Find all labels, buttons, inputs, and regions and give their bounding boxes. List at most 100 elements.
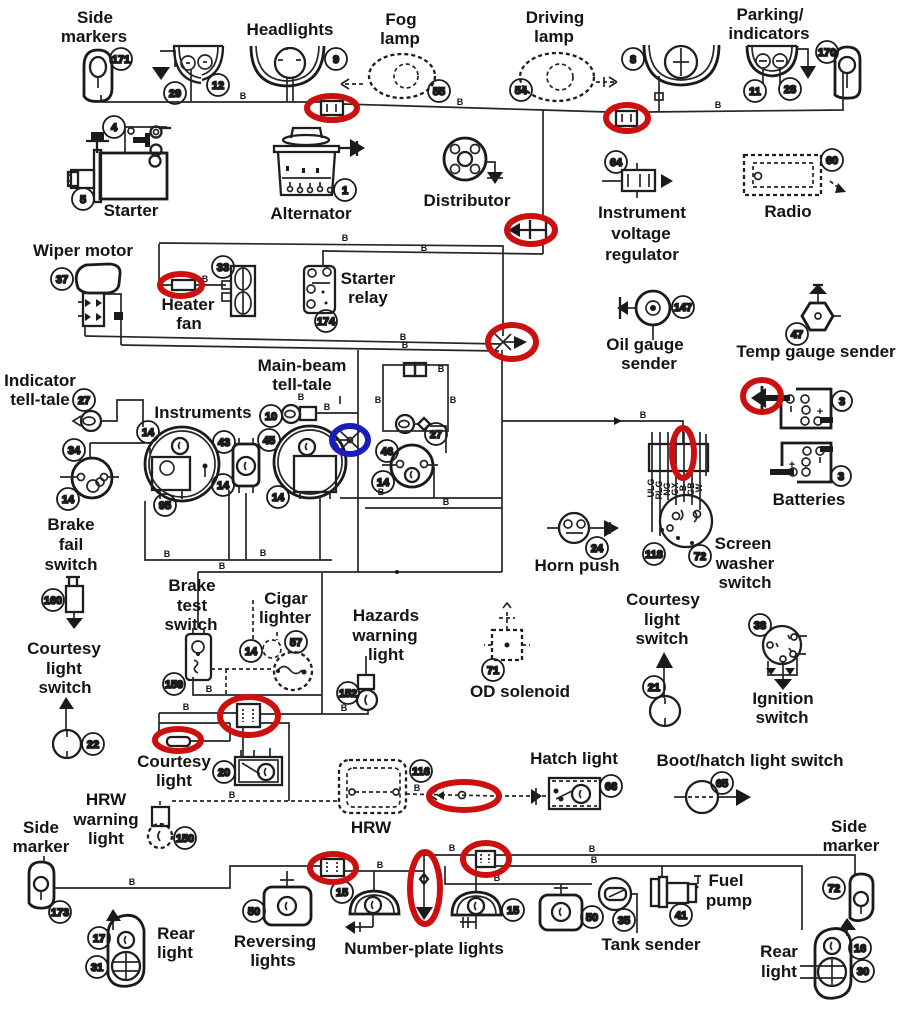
svg-text:Instruments: Instruments xyxy=(154,403,251,422)
svg-text:14: 14 xyxy=(62,494,75,506)
svg-text:21: 21 xyxy=(648,682,660,694)
svg-text:B: B xyxy=(260,548,267,558)
svg-text:15: 15 xyxy=(336,887,348,899)
svg-text:NG: NG xyxy=(662,482,672,496)
svg-text:B: B xyxy=(342,233,349,243)
svg-text:Headlights: Headlights xyxy=(247,20,334,39)
svg-text:RLG: RLG xyxy=(654,481,664,500)
svg-text:54: 54 xyxy=(515,85,528,97)
svg-text:Number-plate lights: Number-plate lights xyxy=(344,939,504,958)
svg-text:switch: switch xyxy=(165,615,218,634)
svg-text:B: B xyxy=(298,392,305,402)
svg-text:47: 47 xyxy=(791,329,803,341)
svg-text:B: B xyxy=(341,703,348,713)
svg-text:Tank sender: Tank sender xyxy=(602,935,701,954)
svg-text:4: 4 xyxy=(111,122,118,134)
svg-text:Reversing: Reversing xyxy=(234,932,316,951)
svg-text:Rear: Rear xyxy=(157,924,195,943)
svg-text:B: B xyxy=(715,100,722,110)
svg-text:Parking/: Parking/ xyxy=(736,5,803,24)
svg-text:fan: fan xyxy=(176,314,202,333)
svg-text:light: light xyxy=(368,645,404,664)
svg-text:33: 33 xyxy=(217,262,229,274)
svg-text:30: 30 xyxy=(857,966,869,978)
svg-text:switch: switch xyxy=(719,573,772,592)
svg-text:17: 17 xyxy=(93,933,105,945)
svg-text:170: 170 xyxy=(818,47,836,59)
svg-text:+: + xyxy=(817,406,823,418)
svg-text:switch: switch xyxy=(756,708,809,727)
svg-text:B: B xyxy=(240,91,247,101)
svg-text:20: 20 xyxy=(218,767,230,779)
svg-text:B: B xyxy=(378,487,385,497)
svg-text:washer: washer xyxy=(715,554,775,573)
svg-text:118: 118 xyxy=(645,549,663,561)
svg-text:1: 1 xyxy=(342,185,348,197)
svg-text:12: 12 xyxy=(212,80,224,92)
svg-text:lamp: lamp xyxy=(534,27,574,46)
svg-text:W: W xyxy=(694,483,704,492)
svg-text:pump: pump xyxy=(706,891,752,910)
svg-text:Starter: Starter xyxy=(341,269,396,288)
svg-text:B: B xyxy=(375,395,382,405)
svg-text:14: 14 xyxy=(377,477,390,489)
svg-text:Boot/hatch light switch: Boot/hatch light switch xyxy=(657,751,844,770)
svg-text:14: 14 xyxy=(217,480,230,492)
svg-text:Wiper motor: Wiper motor xyxy=(33,241,133,260)
svg-text:lighter: lighter xyxy=(259,608,311,627)
svg-text:Driving: Driving xyxy=(526,8,585,27)
svg-text:Ignition: Ignition xyxy=(752,689,813,708)
svg-text:Temp gauge sender: Temp gauge sender xyxy=(736,342,896,361)
svg-text:fail: fail xyxy=(59,535,84,554)
svg-text:ULG: ULG xyxy=(646,479,656,498)
svg-text:14: 14 xyxy=(142,427,155,439)
svg-text:35: 35 xyxy=(618,915,630,927)
svg-text:34: 34 xyxy=(68,445,81,457)
svg-text:HRW: HRW xyxy=(86,790,127,809)
svg-text:B: B xyxy=(324,402,331,412)
svg-text:Side: Side xyxy=(77,8,113,27)
svg-text:Side: Side xyxy=(831,817,867,836)
svg-text:50: 50 xyxy=(248,906,260,918)
svg-text:warning: warning xyxy=(72,810,138,829)
svg-text:15: 15 xyxy=(507,905,519,917)
svg-text:46: 46 xyxy=(381,446,393,458)
svg-text:B: B xyxy=(202,274,209,284)
svg-text:65: 65 xyxy=(716,778,728,790)
svg-text:B: B xyxy=(678,484,688,491)
svg-text:light: light xyxy=(644,610,680,629)
svg-text:3: 3 xyxy=(838,471,844,483)
svg-text:152: 152 xyxy=(339,688,357,700)
svg-text:Rear: Rear xyxy=(760,942,798,961)
svg-text:Indicator: Indicator xyxy=(4,371,76,390)
svg-text:Courtesy: Courtesy xyxy=(27,639,101,658)
svg-text:22: 22 xyxy=(87,739,99,751)
svg-text:B: B xyxy=(129,877,136,887)
svg-text:72: 72 xyxy=(694,551,706,563)
svg-text:tell-tale: tell-tale xyxy=(10,390,70,409)
svg-text:8: 8 xyxy=(630,54,636,66)
svg-text:B: B xyxy=(400,332,407,342)
svg-text:Side: Side xyxy=(23,818,59,837)
svg-text:171: 171 xyxy=(112,54,130,66)
svg-text:147: 147 xyxy=(674,302,692,314)
svg-text:3: 3 xyxy=(839,396,845,408)
svg-text:relay: relay xyxy=(348,288,388,307)
svg-text:31: 31 xyxy=(91,962,103,974)
svg-text:Starter: Starter xyxy=(104,201,159,220)
svg-text:B: B xyxy=(414,783,421,793)
svg-text:Horn push: Horn push xyxy=(535,556,620,575)
svg-text:B: B xyxy=(421,243,428,253)
svg-text:B: B xyxy=(402,340,409,350)
svg-text:regulator: regulator xyxy=(605,245,679,264)
svg-text:55: 55 xyxy=(433,86,445,98)
svg-text:sender: sender xyxy=(621,354,677,373)
svg-text:Cigar: Cigar xyxy=(264,589,308,608)
svg-text:light: light xyxy=(157,943,193,962)
svg-text:switch: switch xyxy=(39,678,92,697)
svg-text:B: B xyxy=(449,843,456,853)
svg-text:voltage: voltage xyxy=(611,224,671,243)
svg-text:43: 43 xyxy=(218,437,230,449)
svg-text:marker: marker xyxy=(13,837,70,856)
svg-text:Heater: Heater xyxy=(162,295,215,314)
